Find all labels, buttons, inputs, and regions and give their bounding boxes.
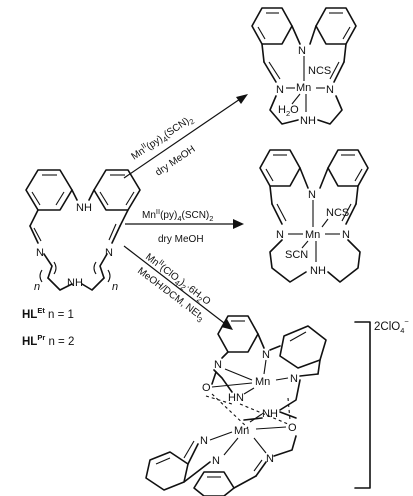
up-n3: N [290, 373, 298, 385]
up-n1: N [262, 349, 270, 361]
counter-ion: 2ClO4− [374, 317, 409, 335]
top-h2o: H2O [278, 104, 299, 118]
up-hn: HN [228, 392, 244, 404]
reaction-arrow-bottom [123, 245, 233, 330]
product-middle: N N N Mn NCS SCN NH [259, 149, 369, 283]
solvent-middle: dry MeOH [158, 234, 204, 245]
ligand-n-right: N [105, 247, 113, 259]
up-mn: Mn [255, 376, 270, 388]
reaction-arrow-top [123, 94, 248, 179]
low-nh: NH [262, 408, 278, 420]
up-n2: N [214, 359, 222, 371]
ligand-n-index-right: n [112, 281, 118, 293]
ligand-nh-bottom: NH [67, 277, 83, 289]
ligand-label-et: HLEt n = 1 [22, 306, 74, 321]
top-ncs: NCS [308, 65, 331, 77]
ligand-left-ring [25, 169, 73, 211]
mid-nh: NH [310, 265, 326, 277]
top-nh: NH [300, 115, 316, 127]
solvent-top: dry MeOH [154, 144, 198, 179]
reaction-arrow-middle [125, 219, 244, 229]
ligand-right-ring [93, 169, 141, 211]
mid-n3: N [342, 229, 350, 241]
mid-scn: SCN [285, 249, 308, 261]
low-n1: N [200, 435, 208, 447]
mid-ncs: NCS [326, 207, 349, 219]
product-top: N N N Mn NCS H2O NH [251, 7, 357, 127]
mid-n1: N [308, 189, 316, 201]
ligand-n-index: n [34, 281, 40, 293]
top-n3: N [326, 84, 334, 96]
mid-mn: Mn [305, 229, 320, 241]
product-bottom: 2ClO4− N N N Mn HN O NH O Mn [145, 315, 409, 496]
low-o: O [288, 422, 297, 434]
mid-n2: N [276, 229, 284, 241]
top-mn: Mn [296, 82, 311, 94]
ligand-nh: NH [76, 202, 92, 214]
low-n2: N [212, 455, 220, 467]
ligand-n-left: N [36, 247, 44, 259]
reagent-middle: MnII(py)4(SCN)2 [142, 207, 213, 223]
ligand-structure: NH N N n n NH [25, 169, 141, 293]
low-mn: Mn [234, 425, 249, 437]
ligand-label-pr: HLPr n = 2 [22, 333, 74, 348]
up-o: O [202, 382, 211, 394]
low-n3: N [266, 453, 274, 465]
top-n2: N [276, 84, 284, 96]
top-n1: N [298, 45, 306, 57]
